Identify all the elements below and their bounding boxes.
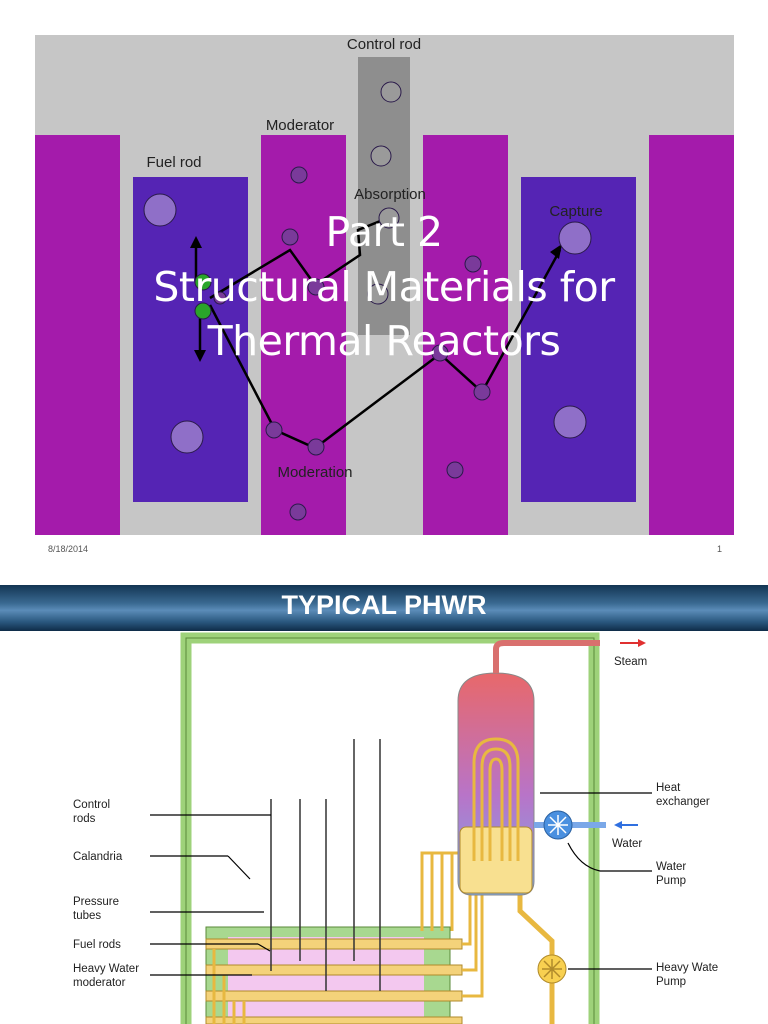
neutron-path [209,218,384,300]
slide-2: TYPICAL PHWR [0,585,768,1024]
heavy-water-pipe [517,879,555,1024]
label-heavy-water-moderator-1: Heavy Water [73,963,139,975]
label-moderation: Moderation [277,464,352,481]
leader-lines [150,792,652,976]
label-steam: Steam [614,656,647,668]
label-water-pump-1: Water [656,861,686,873]
label-control-rods-1: Control [73,799,110,811]
label-water: Water [612,838,642,850]
atoms [143,81,592,521]
neutron-path [208,249,562,450]
label-heat-exchanger-1: Heat [656,782,681,794]
flow-arrows [614,639,646,829]
feeder-pipes [212,851,484,1024]
slide-date: 8/18/2014 [48,544,89,554]
title-band [0,585,768,631]
heat-exchanger-plenum [459,826,533,894]
label-pressure-tubes-2: tubes [73,910,101,922]
label-calandria: Calandria [73,851,123,863]
title-line-2: Structural Materials for [153,262,615,311]
label-fuel-rod: Fuel rod [146,154,201,171]
control-rods [270,739,381,991]
arrow-head-icon [190,236,202,248]
label-heavy-water-moderator-2: moderator [73,977,126,989]
arrow-head-icon [194,350,206,362]
label-capture: Capture [549,203,602,220]
slide-1: Control rod Moderator Fuel rod Absorptio… [0,35,768,554]
label-control-rod: Control rod [347,36,421,53]
label-fuel-rods: Fuel rods [73,939,121,951]
slide-2-title: TYPICAL PHWR [281,590,487,620]
pump-impeller-icon [542,959,562,979]
moderator-block [261,135,346,535]
moderator-block [35,135,120,535]
phwr-diagram: Steam Heat exchanger Water Water Pump He… [73,632,718,1024]
label-heat-exchanger-2: exchanger [656,796,710,808]
label-water-pump-2: Pump [656,875,686,887]
moderator-block [423,135,508,535]
neutron-moderation-diagram: Control rod Moderator Fuel rod Absorptio… [35,35,734,535]
moderator-block [649,135,734,535]
containment-wall-edge [185,637,595,1024]
label-heavy-water-pump-2: Pump [656,976,686,988]
label-moderator: Moderator [266,117,334,134]
steam-pipe [493,640,600,673]
slide-page-number: 1 [716,544,722,554]
label-pressure-tubes-1: Pressure [73,896,119,908]
label-absorption: Absorption [354,186,426,203]
title-line-1: Part 2 [325,208,443,256]
arrow-head-icon [550,244,562,259]
u-tubes [472,737,520,861]
label-heavy-water-pump-1: Heavy Wate [656,962,718,974]
pump-impeller-icon [548,815,568,835]
label-control-rods-2: rods [73,813,96,825]
slide-title: Part 2 Structural Materials for Thermal … [0,205,768,369]
title-line-3: Thermal Reactors [207,317,561,366]
